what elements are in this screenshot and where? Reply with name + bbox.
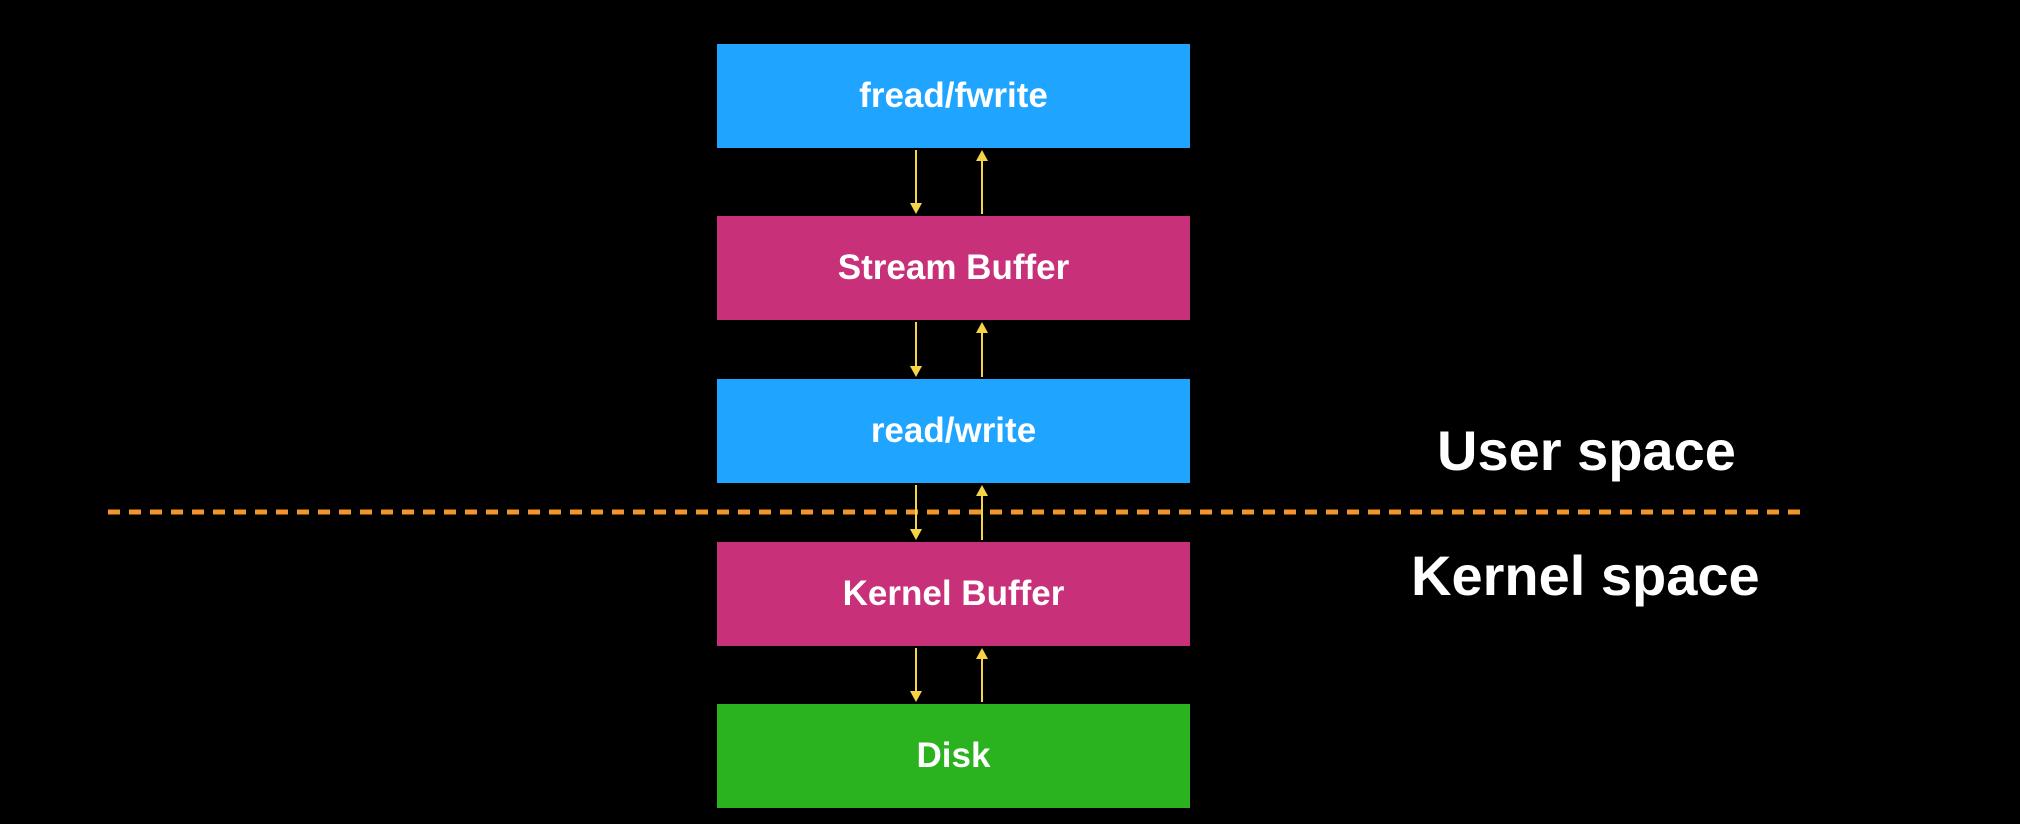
down-arrow-icon [910,485,922,540]
layer-label: fread/fwrite [859,76,1048,115]
up-arrow-icon [976,322,988,377]
up-arrow-icon [976,150,988,214]
layer-label: Kernel Buffer [842,574,1065,613]
down-arrow-icon [910,648,922,702]
kernel-space-label: Kernel space [1411,544,1760,607]
layer-read-write: read/write [717,379,1190,483]
down-arrow-icon [910,322,922,377]
up-arrow-icon [976,648,988,702]
up-arrow-icon [976,485,988,540]
layer-fread-fwrite: fread/fwrite [717,44,1190,148]
layer-label: Stream Buffer [837,248,1070,287]
layer-label: Disk [916,736,991,775]
layer-stream-buffer: Stream Buffer [717,216,1190,320]
layer-disk: Disk [717,704,1190,808]
layer-label: read/write [870,411,1037,450]
layer-kernel-buffer: Kernel Buffer [717,542,1190,646]
user-space-label: User space [1437,419,1736,482]
down-arrow-icon [910,150,922,214]
